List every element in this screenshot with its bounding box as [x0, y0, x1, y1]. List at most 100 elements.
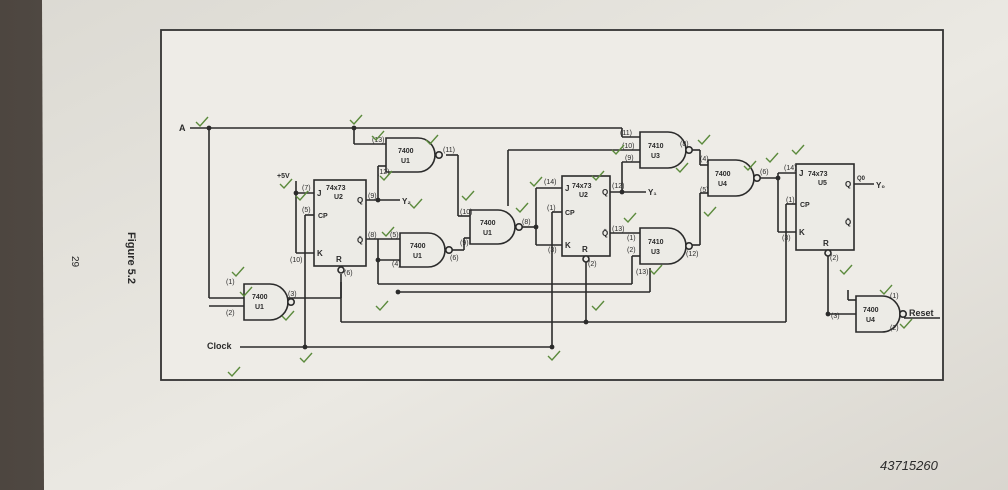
- input-a-label: A: [179, 123, 186, 133]
- svg-text:(12): (12): [686, 251, 698, 258]
- svg-text:(13): (13): [372, 137, 384, 144]
- svg-text:J: J: [565, 184, 569, 193]
- svg-text:U2: U2: [579, 192, 588, 199]
- svg-text:(11): (11): [443, 147, 455, 154]
- y1-label: Y₁: [648, 188, 657, 197]
- svg-text:Q̄: Q̄: [357, 236, 363, 245]
- svg-text:U2: U2: [334, 194, 343, 201]
- handwritten-note: 43715260: [880, 458, 939, 473]
- svg-text:Q: Q: [845, 180, 851, 189]
- flipflop-u2-first: 74x73 U2 J CP K Q Q̄ R: [313, 179, 367, 274]
- svg-text:U3: U3: [651, 249, 660, 256]
- nand-gate-u1-mid: 7400 U1: [399, 232, 453, 268]
- svg-text:(14): (14): [784, 165, 796, 172]
- svg-text:(3): (3): [288, 291, 297, 298]
- svg-text:(2): (2): [627, 247, 636, 254]
- svg-text:(2): (2): [830, 255, 839, 262]
- svg-text:74x73: 74x73: [808, 171, 828, 178]
- svg-text:U1: U1: [413, 253, 422, 260]
- flipflop-u5: 74x73 U5 J CP K Q Q̄ R: [795, 163, 855, 257]
- svg-text:(5): (5): [390, 232, 399, 239]
- svg-text:CP: CP: [565, 210, 575, 217]
- svg-text:J: J: [317, 189, 321, 198]
- nand-gate-u3-top: 7410 U3: [639, 131, 693, 169]
- nand-gate-u1-right: 7400 U1: [469, 209, 523, 245]
- page-number: 29: [69, 256, 80, 268]
- svg-text:(5): (5): [700, 187, 709, 194]
- reset-label: Reset: [909, 308, 934, 318]
- nand-gate-u1-bottom: 7400 U1: [243, 283, 295, 321]
- svg-text:(4): (4): [700, 156, 709, 163]
- svg-text:74x73: 74x73: [326, 185, 346, 192]
- svg-text:(3): (3): [831, 313, 840, 320]
- wiring: [190, 127, 940, 348]
- svg-text:(13): (13): [612, 226, 624, 233]
- svg-text:(14): (14): [544, 179, 556, 186]
- svg-text:U1: U1: [255, 304, 264, 311]
- svg-text:(1): (1): [786, 197, 795, 204]
- nand-gate-u3-bottom: 7410 U3: [639, 227, 693, 265]
- svg-text:K: K: [565, 241, 571, 250]
- nand-gate-u1-top: 7400 U1: [385, 137, 443, 173]
- svg-text:U1: U1: [401, 158, 410, 165]
- svg-text:(2): (2): [226, 310, 235, 317]
- svg-text:R: R: [823, 239, 829, 248]
- svg-text:(2): (2): [588, 261, 597, 268]
- svg-text:(9): (9): [368, 193, 377, 200]
- svg-text:(4): (4): [392, 261, 401, 268]
- svg-text:R: R: [582, 245, 588, 254]
- svg-text:74x73: 74x73: [572, 183, 592, 190]
- svg-text:(10): (10): [622, 143, 634, 150]
- svg-text:(10): (10): [460, 209, 472, 216]
- svg-text:7410: 7410: [648, 239, 664, 246]
- nand-gate-u4-reset: 7400 U4: [855, 295, 907, 333]
- svg-text:(9): (9): [625, 155, 634, 162]
- svg-text:7400: 7400: [252, 294, 268, 301]
- svg-text:(10): (10): [290, 257, 302, 264]
- svg-text:(13): (13): [636, 269, 648, 276]
- svg-text:(8): (8): [680, 141, 689, 148]
- svg-text:Q: Q: [357, 196, 363, 205]
- svg-text:U4: U4: [718, 181, 727, 188]
- svg-text:U4: U4: [866, 317, 875, 324]
- svg-text:(8): (8): [522, 219, 531, 226]
- svg-text:(1): (1): [890, 293, 899, 300]
- svg-text:(5): (5): [302, 207, 311, 214]
- svg-text:7400: 7400: [398, 148, 414, 155]
- svg-text:(6): (6): [344, 270, 353, 277]
- svg-text:(6): (6): [450, 255, 459, 262]
- svg-text:Q: Q: [602, 188, 608, 197]
- svg-text:(8): (8): [368, 232, 377, 239]
- svg-text:7400: 7400: [480, 220, 496, 227]
- svg-text:(1): (1): [226, 279, 235, 286]
- svg-text:(11): (11): [620, 130, 632, 137]
- svg-text:(1): (1): [627, 235, 636, 242]
- svg-text:U5: U5: [818, 180, 827, 187]
- svg-text:(3): (3): [548, 247, 557, 254]
- svg-text:(9): (9): [460, 240, 469, 247]
- svg-text:7400: 7400: [410, 243, 426, 250]
- svg-text:(6): (6): [760, 169, 769, 176]
- svg-text:7410: 7410: [648, 143, 664, 150]
- flipflop-u2-second: 74x73 U2 J CP K Q Q̄ R: [561, 175, 611, 263]
- svg-text:(2): (2): [890, 325, 899, 332]
- svg-text:7400: 7400: [715, 171, 731, 178]
- svg-text:Q̄: Q̄: [845, 218, 851, 227]
- svg-text:(12): (12): [377, 169, 389, 176]
- junction-dots: [206, 125, 831, 350]
- check-marks: [195, 114, 913, 378]
- nand-gate-u4-top: 7400 U4: [707, 159, 761, 197]
- figure-caption: Figure 5.2: [125, 232, 137, 284]
- q0-label: Q0: [857, 176, 866, 182]
- y0-label: Y₀: [876, 181, 885, 190]
- svg-text:U1: U1: [483, 230, 492, 237]
- svg-text:K: K: [317, 249, 323, 258]
- y2-label: Y₂: [402, 197, 411, 206]
- svg-text:Q̄: Q̄: [602, 229, 608, 238]
- clock-label: Clock: [207, 341, 233, 351]
- pin-numbers: (13) (12) (11) (7) (5) (10) (9) (8) (5) …: [226, 130, 899, 332]
- svg-text:(1): (1): [547, 205, 556, 212]
- svg-text:(3): (3): [782, 235, 791, 242]
